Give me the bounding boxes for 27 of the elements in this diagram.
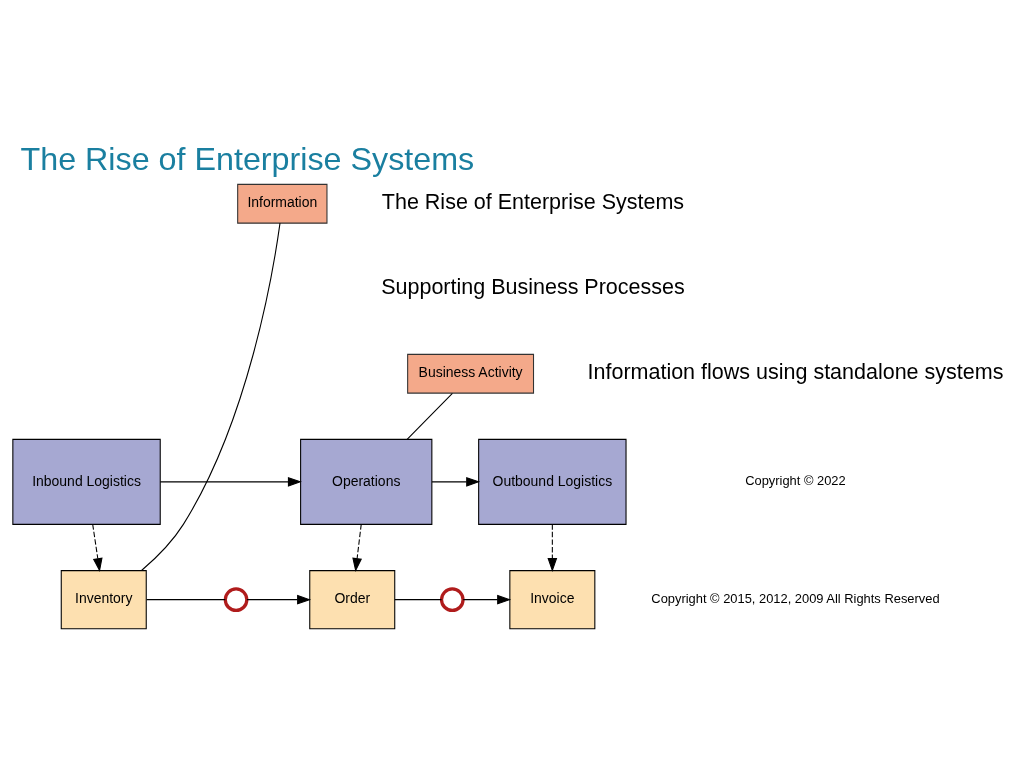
label: Supporting Business Processes bbox=[381, 274, 685, 299]
node-box: Inbound Logistics bbox=[12, 438, 161, 525]
connector bbox=[141, 222, 281, 571]
connector bbox=[406, 392, 453, 440]
arrow bbox=[92, 523, 103, 572]
label: Copyright © 2022 bbox=[745, 472, 846, 488]
arrow bbox=[547, 523, 558, 572]
label: Information flows using standalone systems bbox=[587, 359, 1004, 384]
node-circle bbox=[223, 586, 249, 612]
label: Copyright © 2015, 2012, 2009 All Rights Reserved bbox=[651, 590, 940, 606]
node-box: Inventory bbox=[60, 569, 147, 629]
arrow bbox=[352, 523, 362, 572]
arrow bbox=[246, 594, 312, 605]
node-box: Invoice bbox=[509, 569, 596, 629]
connector bbox=[146, 598, 226, 600]
node-box: Business Activity bbox=[407, 353, 535, 394]
connector bbox=[394, 598, 443, 600]
node-box: Operations bbox=[300, 438, 433, 525]
node-box: Outbound Logistics bbox=[478, 438, 627, 525]
diagram-title: The Rise of Enterprise Systems bbox=[20, 140, 475, 177]
node-box: Information bbox=[237, 183, 328, 224]
arrow bbox=[159, 476, 302, 487]
arrow bbox=[431, 476, 481, 487]
node-box: Order bbox=[309, 569, 396, 629]
label: The Rise of Enterprise Systems bbox=[381, 189, 685, 214]
node-circle bbox=[439, 586, 465, 612]
arrow bbox=[462, 594, 512, 605]
